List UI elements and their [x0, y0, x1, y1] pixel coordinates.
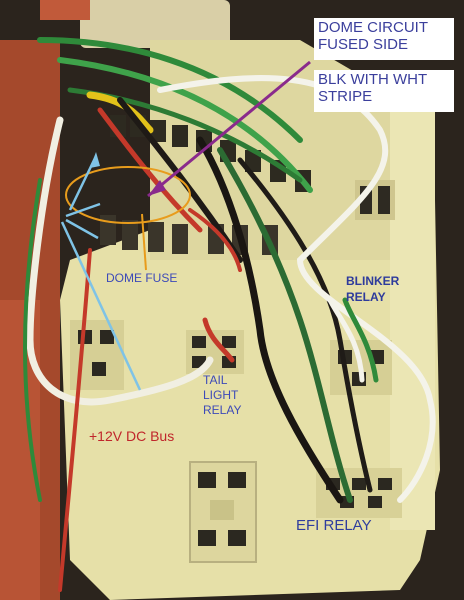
dome-circuit-fused-side-label: DOME CIRCUIT FUSED SIDE — [314, 18, 454, 60]
blk-with-wht-stripe-label: BLK WITH WHT STRIPE — [314, 70, 454, 112]
efi-relay-label: EFI RELAY — [296, 517, 372, 534]
tail-light-relay-label: TAIL LIGHT RELAY — [203, 373, 242, 417]
dome-fuse-label: DOME FUSE — [106, 271, 178, 285]
blinker-relay-label: BLINKER RELAY — [346, 274, 400, 304]
dc-bus-label: +12V DC Bus — [89, 428, 175, 444]
